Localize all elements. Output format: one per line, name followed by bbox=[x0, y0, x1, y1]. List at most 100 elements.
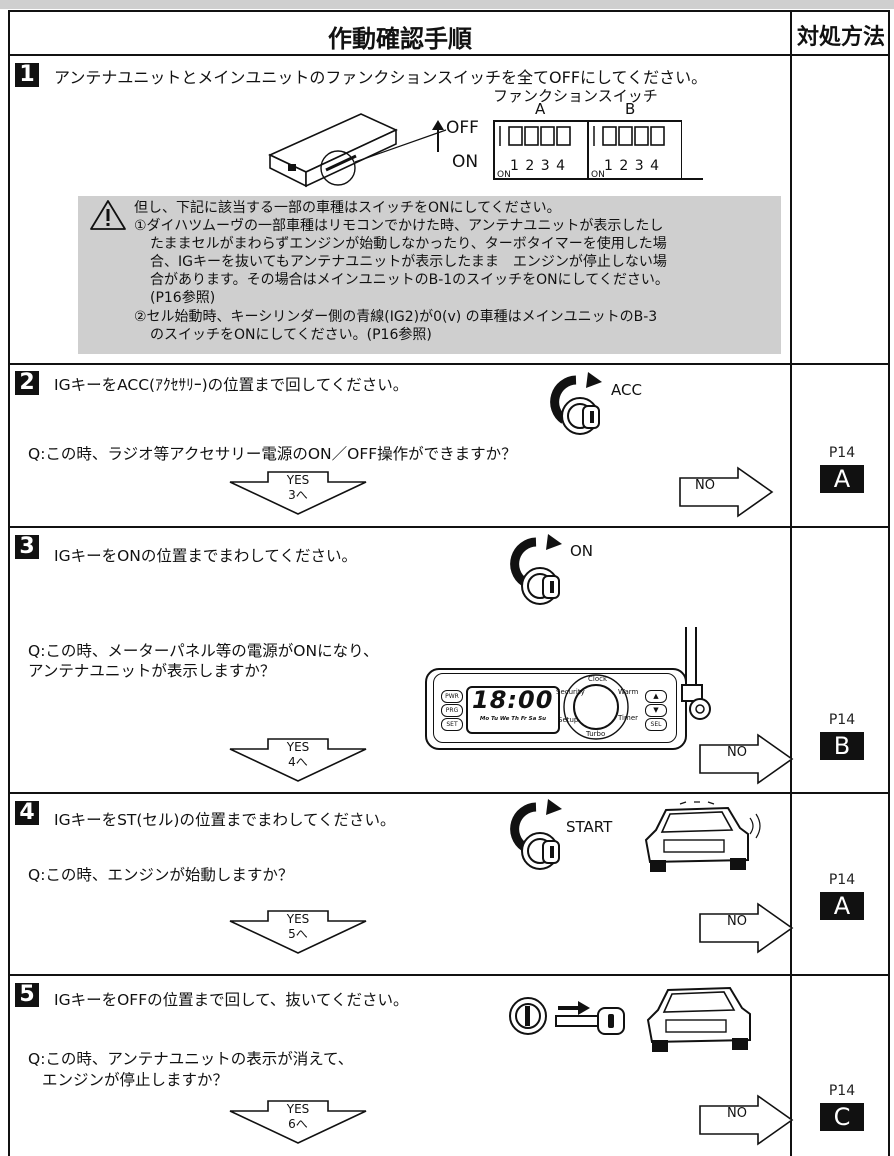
step3-instruction: IGキーをONの位置までまわしてください。 bbox=[54, 547, 357, 565]
prg-button: PRG bbox=[441, 704, 463, 717]
procedure-heading: 作動確認手順 bbox=[328, 25, 472, 53]
dial-clock: Clock bbox=[588, 675, 608, 683]
row-divider-3 bbox=[8, 792, 890, 794]
step-number-2: 2 bbox=[15, 371, 39, 395]
step5-instruction: IGキーをOFFの位置まで回して、抜いてください。 bbox=[54, 991, 409, 1009]
no-label-3: NO bbox=[727, 745, 747, 760]
step-number-5: 5 bbox=[15, 983, 39, 1007]
no-label-2: NO bbox=[695, 478, 715, 493]
header-divider bbox=[8, 54, 890, 56]
remedy-letter-4: A bbox=[820, 892, 864, 920]
dial-turbo: Turbo bbox=[586, 730, 606, 738]
row-divider-2 bbox=[8, 526, 890, 528]
warning-line-5: 合があります。その場合はメインユニットのB-1のスイッチをONにしてください。 bbox=[150, 272, 669, 288]
mode-dial bbox=[563, 674, 629, 740]
car-stopped-icon bbox=[646, 986, 751, 1052]
warning-icon bbox=[90, 200, 126, 230]
row-divider-4 bbox=[8, 974, 890, 976]
step5-question-line1: Q:この時、アンテナユニットの表示が消えて、 bbox=[28, 1050, 354, 1068]
warning-box bbox=[78, 196, 781, 354]
on-key-label: ON bbox=[570, 542, 594, 560]
key-acc-icon bbox=[550, 372, 602, 435]
pwr-button: PWR bbox=[441, 690, 463, 703]
dip-switch-b bbox=[587, 120, 682, 180]
no-label-5: NO bbox=[727, 1106, 747, 1121]
step2-question: Q:この時、ラジオ等アクセサリー電源のON／OFF操作ができますか？ bbox=[28, 445, 517, 463]
page-ref-3: P14 bbox=[828, 712, 856, 728]
yes-label-5: YES bbox=[286, 1102, 310, 1116]
step3-question-line2: アンテナユニットが表示しますか？ bbox=[28, 662, 276, 680]
yes-arrow-4 bbox=[229, 910, 367, 954]
switch-b-label: B bbox=[625, 100, 636, 118]
sel-button: SEL bbox=[645, 718, 667, 731]
warning-line-7: ②セル始動時、キーシリンダー側の青線(IG2)が0(v) の車種はメインユニット… bbox=[134, 309, 658, 325]
warning-line-3: たままセルがまわらずエンジンが始動しなかったり、ターボタイマーを使用した場 bbox=[150, 236, 667, 252]
row-divider-1 bbox=[8, 363, 890, 365]
acc-label: ACC bbox=[611, 381, 642, 399]
warning-line-4: 合、IGキーを抜いてもアンテナユニットが表示したまま エンジンが停止しない場 bbox=[150, 254, 667, 270]
page-ref-5: P14 bbox=[828, 1083, 856, 1099]
page-ref-4: P14 bbox=[828, 872, 856, 888]
yes-next-3: 4へ bbox=[288, 755, 308, 769]
no-arrow-5 bbox=[699, 1094, 794, 1146]
key-remove-icon bbox=[509, 997, 625, 1035]
key-start-icon bbox=[510, 799, 562, 870]
remedy-heading: 対処方法 bbox=[796, 25, 885, 50]
down-button: ▼ bbox=[645, 704, 667, 717]
yes-label-2: YES bbox=[286, 473, 310, 487]
no-arrow-2 bbox=[679, 466, 774, 518]
dial-security: Security bbox=[556, 688, 585, 696]
lcd-days: Mo Tu We Th Fr Sa Su bbox=[479, 716, 547, 722]
yes-next-4: 5へ bbox=[288, 927, 308, 941]
dip-switch-a-keys bbox=[499, 126, 571, 146]
step-number-1: 1 bbox=[15, 63, 39, 87]
lcd-screen bbox=[466, 686, 560, 734]
car-running-icon bbox=[644, 801, 761, 872]
page-ref-2: P14 bbox=[828, 445, 856, 461]
step4-question: Q:この時、エンジンが始動しますか？ bbox=[28, 866, 294, 884]
step-number-4: 4 bbox=[15, 801, 39, 825]
antenna-unit-illustration bbox=[268, 113, 447, 188]
dial-warm: Warm bbox=[618, 688, 639, 696]
no-arrow-4 bbox=[699, 902, 794, 954]
dip-b-numbers: 1 2 3 4 bbox=[604, 158, 660, 174]
dial-timer: Timer bbox=[618, 714, 639, 722]
antenna-mount-icon bbox=[681, 627, 711, 720]
dip-a-numbers: 1 2 3 4 bbox=[510, 158, 566, 174]
display-inner-bezel bbox=[433, 673, 677, 743]
set-button: SET bbox=[441, 718, 463, 731]
step2-instruction: IGキーをACC(ｱｸｾｻﾘｰ)の位置まで回してください。 bbox=[54, 376, 409, 394]
no-label-4: NO bbox=[727, 914, 747, 929]
switch-baseline bbox=[493, 178, 703, 180]
lcd-time: 18:00 bbox=[472, 686, 554, 714]
yes-next-5: 6へ bbox=[288, 1117, 308, 1131]
warning-line-6: (P16参照) bbox=[150, 290, 216, 306]
dip-switch-b-keys bbox=[593, 126, 665, 146]
on-label: ON bbox=[452, 152, 479, 172]
up-button: ▲ bbox=[645, 690, 667, 703]
top-bar bbox=[0, 0, 894, 9]
remedy-letter-2: A bbox=[820, 465, 864, 493]
dip-a-on-mark: ON bbox=[497, 170, 511, 180]
table-frame bbox=[8, 10, 890, 1156]
yes-arrow-3 bbox=[229, 738, 367, 782]
antenna-unit-display bbox=[425, 668, 687, 750]
column-divider bbox=[790, 10, 792, 1156]
step5-question-line2: エンジンが停止しますか？ bbox=[42, 1071, 229, 1089]
dial-setup: Setup bbox=[558, 716, 579, 724]
warning-line-2: ①ダイハツムーヴの一部車種はリモコンでかけた時、アンテナユニットが表示したし bbox=[134, 218, 664, 234]
start-label: START bbox=[566, 818, 613, 836]
arrow-up-icon bbox=[432, 120, 444, 152]
step3-question-line1: Q:この時、メーターパネル等の電源がONになり、 bbox=[28, 642, 379, 660]
remedy-letter-5: C bbox=[820, 1103, 864, 1131]
step-number-3: 3 bbox=[15, 535, 39, 559]
key-on-icon bbox=[510, 534, 562, 605]
function-switch-title: ファンクションスイッチ bbox=[493, 87, 658, 105]
step1-instruction: アンテナユニットとメインユニットのファンクションスイッチを全てOFFにしてくださ… bbox=[54, 68, 708, 87]
remedy-letter-3: B bbox=[820, 732, 864, 760]
yes-label-4: YES bbox=[286, 912, 310, 926]
step4-instruction: IGキーをST(セル)の位置までまわしてください。 bbox=[54, 811, 396, 829]
yes-label-3: YES bbox=[286, 740, 310, 754]
warning-line-8: のスイッチをONにしてください。(P16参照) bbox=[150, 327, 432, 343]
yes-next-2: 3へ bbox=[288, 488, 308, 502]
